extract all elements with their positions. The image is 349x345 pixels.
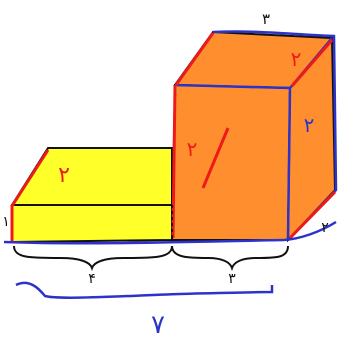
label-orange-top-diag: ۲ xyxy=(291,47,302,71)
base-line xyxy=(3,220,337,245)
orange-box-top-left-edge-marker xyxy=(174,32,215,86)
label-yellow-top-diag: ۲ xyxy=(58,163,70,188)
orange-box-top-right-diag-marker xyxy=(290,39,334,87)
orange-box-front-diag-marker xyxy=(201,127,230,189)
label-top-edge: ۳ xyxy=(262,10,270,28)
yellow-box-top-face xyxy=(10,147,173,206)
label-base-right: ۳ xyxy=(228,271,236,287)
left-brace xyxy=(13,245,173,272)
orange-box-front-face xyxy=(170,83,292,241)
orange-box-blue-outline xyxy=(174,30,338,241)
yellow-box-front-face xyxy=(11,204,173,244)
orange-box-front-left-edge-marker xyxy=(171,84,177,239)
label-base-left: ۴ xyxy=(88,271,96,287)
label-yellow-height: ۱ xyxy=(2,214,10,230)
total-length-squiggle xyxy=(15,281,274,299)
right-brace xyxy=(171,245,289,272)
label-orange-right-bottom: ۲ xyxy=(321,220,329,236)
yellow-box-top-edge-marker xyxy=(10,149,50,207)
label-orange-side-diag: ۲ xyxy=(304,113,315,137)
orange-box xyxy=(170,30,338,243)
orange-box-bottom-right-marker xyxy=(288,190,337,240)
yellow-box xyxy=(10,147,173,244)
label-orange-front-diag: ۲ xyxy=(187,137,198,161)
label-total: ۷ xyxy=(151,310,165,340)
